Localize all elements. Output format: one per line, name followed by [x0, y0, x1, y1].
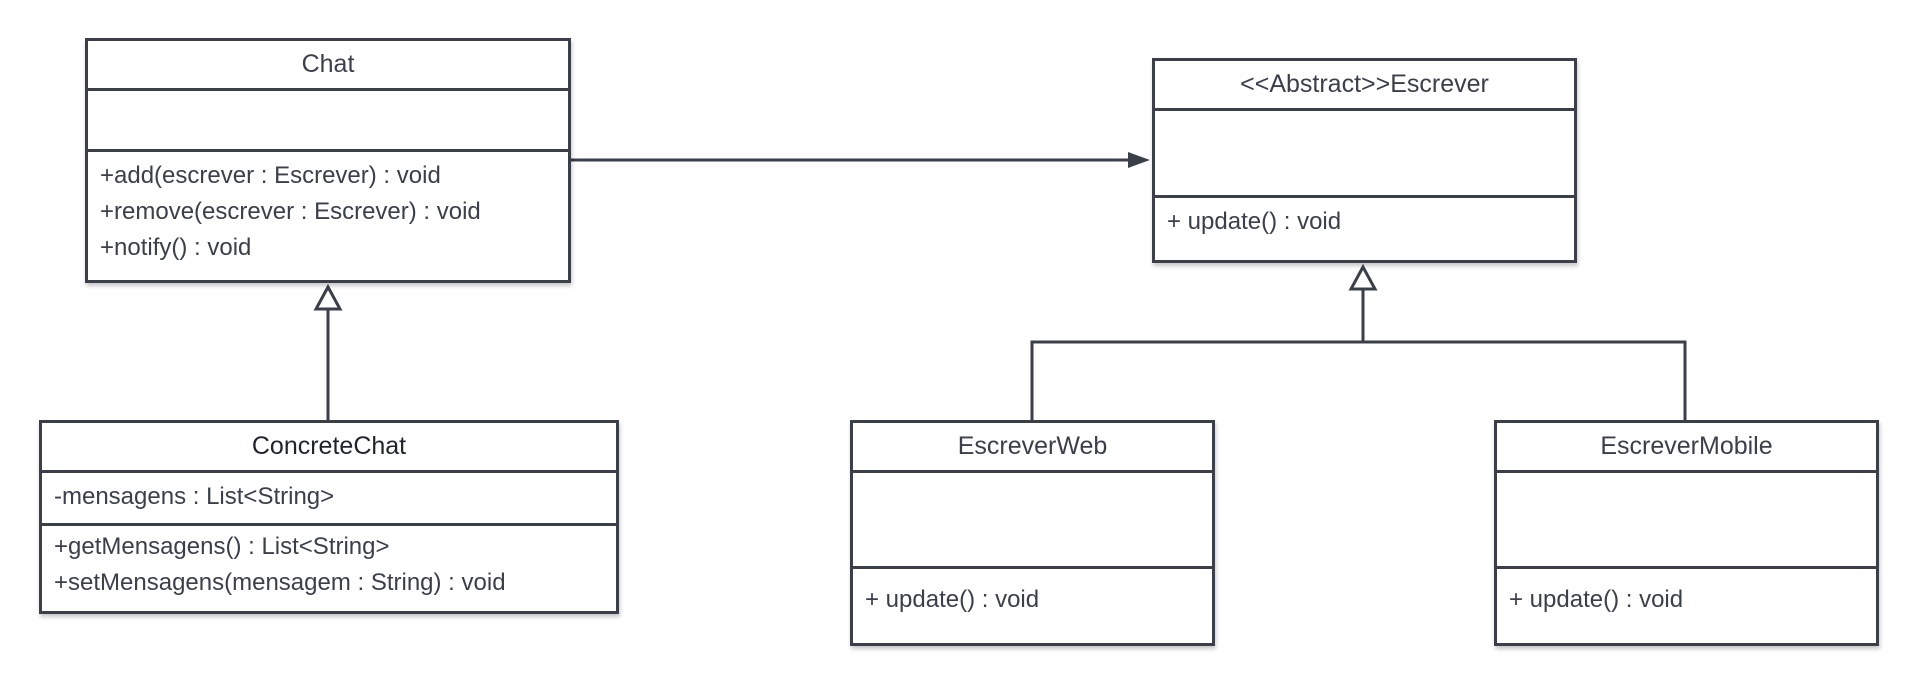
- association-arrowhead-icon: [1128, 152, 1150, 168]
- class-attributes: [88, 91, 568, 152]
- class-name: <<Abstract>>Escrever: [1155, 61, 1574, 111]
- attribute-item: -mensagens : List<String>: [54, 483, 335, 510]
- method-item: + update() : void: [1509, 586, 1684, 613]
- method-item: +add(escrever : Escrever) : void: [100, 162, 441, 189]
- method-item: +remove(escrever : Escrever) : void: [100, 198, 481, 225]
- method-item: +getMensagens() : List<String>: [54, 533, 390, 560]
- class-methods: +add(escrever : Escrever) : void +remove…: [88, 152, 568, 280]
- class-name: EscreverWeb: [853, 423, 1212, 473]
- method-item: +setMensagens(mensagem : String) : void: [54, 569, 506, 596]
- class-attributes: [853, 473, 1212, 569]
- class-escrever-mobile[interactable]: EscreverMobile + update() : void: [1494, 420, 1879, 646]
- class-name: EscreverMobile: [1497, 423, 1876, 473]
- method-item: + update() : void: [1167, 208, 1342, 235]
- method-item: + update() : void: [865, 586, 1040, 613]
- class-attributes: [1155, 111, 1574, 198]
- generalization-arrowhead-icon: [1348, 263, 1378, 291]
- generalization-escrevermobile-escrever: [1363, 340, 1687, 420]
- class-name: ConcreteChat: [42, 423, 616, 473]
- generalization-arrowhead-icon: [313, 283, 343, 311]
- class-methods: +getMensagens() : List<String> +setMensa…: [42, 526, 616, 611]
- class-escrever[interactable]: <<Abstract>>Escrever + update() : void: [1152, 58, 1577, 263]
- class-attributes: [1497, 473, 1876, 569]
- class-methods: + update() : void: [1497, 569, 1876, 643]
- class-escrever-web[interactable]: EscreverWeb + update() : void: [850, 420, 1215, 646]
- class-attributes: -mensagens : List<String>: [42, 473, 616, 526]
- generalization-escreverweb-escrever: [1030, 340, 1363, 420]
- method-item: +notify() : void: [100, 234, 252, 261]
- class-concrete-chat[interactable]: ConcreteChat -mensagens : List<String> +…: [39, 420, 619, 614]
- class-chat[interactable]: Chat +add(escrever : Escrever) : void +r…: [85, 38, 571, 283]
- class-name: Chat: [88, 41, 568, 91]
- class-methods: + update() : void: [853, 569, 1212, 643]
- class-methods: + update() : void: [1155, 198, 1574, 260]
